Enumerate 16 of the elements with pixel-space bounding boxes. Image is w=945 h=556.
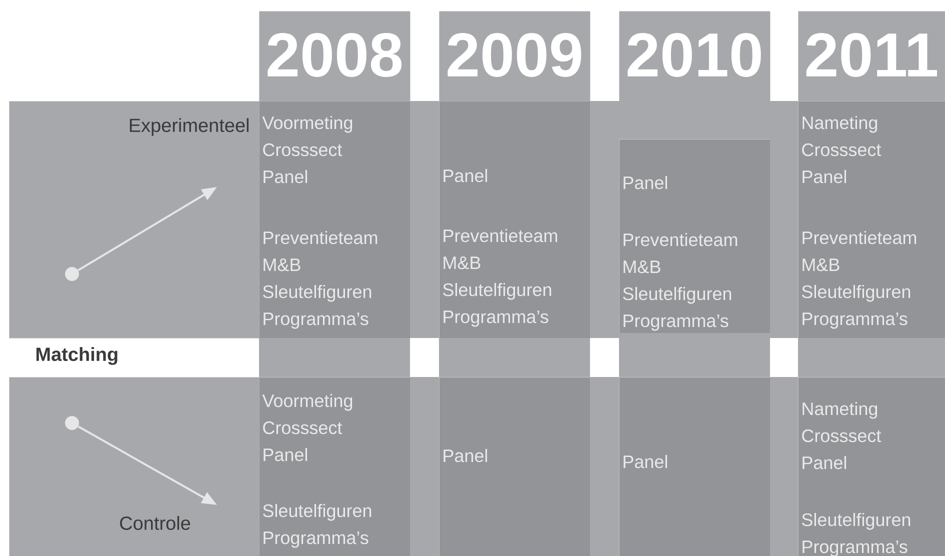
row-label: Matching [36,347,118,365]
timeline-cell: Nameting Crosssect Panel Preventieteam M&B Sleutelfiguren Programma’s [798,101,945,338]
timeline-cell: Panel [439,377,590,556]
timeline-cell: Voormeting Crosssect Panel Sleutelfiguren Programma’s [259,377,410,556]
dot [65,267,79,281]
dot [65,416,79,430]
timeline-cell: Voormeting Crosssect Panel Preventieteam M&B Sleutelfiguren Programma’s [259,101,410,338]
year-column: 2009 [439,11,590,102]
timeline-cell: Panel Preventieteam M&B Sleutelfiguren Programma’s [439,101,590,338]
band: Controle [9,377,260,556]
timeline-cell: Panel [619,377,770,556]
timeline-cell: Panel Preventieteam M&B Sleutelfiguren Programma’s [619,139,770,334]
node-label: 2010 [628,33,761,77]
year-column: 2011 [798,11,945,102]
band: Experimenteel [9,101,260,338]
year-column: 2008 [259,11,410,102]
